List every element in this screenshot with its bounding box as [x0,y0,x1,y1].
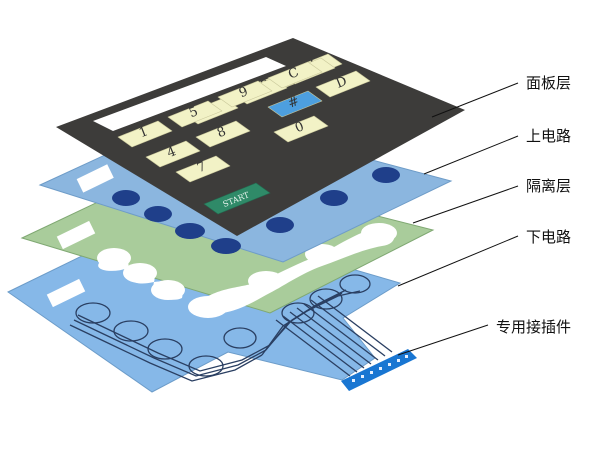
key-7[interactable]: 7 [175,155,231,183]
spacer-holes [97,223,397,318]
label-lower-circuit: 下电路 [526,228,572,246]
lower-traces [69,274,371,382]
label-spacer-layer: 隔离层 [526,177,572,195]
label-panel-layer: 面板层 [526,74,572,92]
key-0[interactable]: 0 [273,115,329,143]
upper-layer-window [76,164,114,193]
label-upper-circuit: 上电路 [526,127,572,145]
key-hash[interactable]: # [267,90,323,118]
leader-line-upper-circuit [423,135,519,175]
key-label: D [334,74,349,92]
spacer-channel-front [196,227,395,314]
key-5[interactable]: 5 [167,100,223,128]
key-8[interactable]: 8 [195,120,251,148]
upper-contact-dots [112,167,400,254]
leader-line-lower-circuit [397,235,519,287]
leader-line-connector [397,324,489,356]
leader-line-panel [431,82,519,118]
leader-lines [397,82,519,356]
connector-plug [341,349,417,391]
key-D[interactable]: D [315,70,371,98]
display-window [93,57,286,131]
connector-tail-traces [275,295,393,377]
key-label: # [286,94,302,112]
key-C[interactable]: C [267,61,323,89]
key-4[interactable]: 4 [145,140,201,168]
key-1[interactable]: 1 [117,120,173,148]
lower-layer-window [46,278,86,308]
spacer-layer-window [56,220,96,250]
key-9[interactable]: 9 [217,80,273,108]
leader-line-spacer [412,185,519,224]
label-connector: 专用接插件 [496,318,572,336]
